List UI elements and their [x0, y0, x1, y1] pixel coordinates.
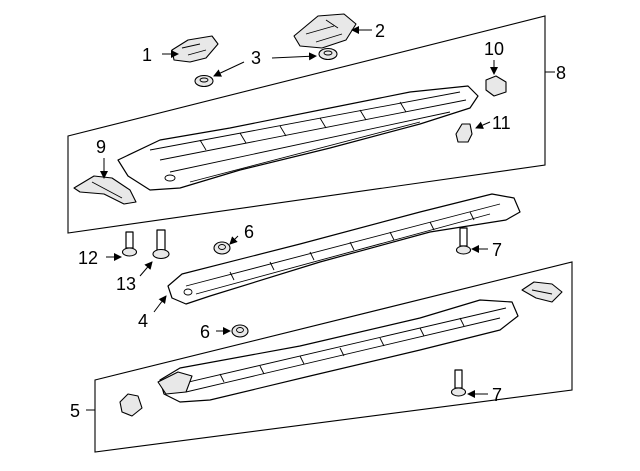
callout-12: 12 — [78, 248, 98, 268]
part-7-bolt-lower — [450, 369, 467, 397]
callout-4: 4 — [138, 311, 148, 331]
part-1-bracket — [171, 35, 219, 63]
part-11-clip — [455, 123, 473, 143]
lower-clip-left — [119, 393, 143, 417]
callout-6-lower: 6 — [200, 322, 210, 342]
callout-6-upper: 6 — [244, 222, 254, 242]
callout-13: 13 — [116, 274, 136, 294]
upper-side-sill — [117, 85, 479, 191]
callout-7-upper: 7 — [492, 240, 502, 260]
part-5-rocker-molding — [157, 299, 519, 403]
callout-10: 10 — [484, 39, 504, 59]
callout-1: 1 — [142, 45, 152, 65]
leader-lines — [86, 26, 555, 411]
part-12-bolt — [121, 231, 138, 257]
callout-2: 2 — [375, 21, 385, 41]
part-3-nut-left — [194, 74, 214, 88]
part-6-nut-lower — [231, 324, 249, 338]
callout-3: 3 — [251, 48, 261, 68]
part-4-rocker-reinforcement — [167, 193, 521, 305]
lower-end-bracket — [521, 281, 563, 303]
lower-assembly-panel — [94, 261, 573, 453]
part-3-nut-right — [318, 47, 338, 61]
part-9-end-piece — [73, 175, 137, 205]
part-2-bracket — [293, 13, 357, 49]
part-6-nut-upper — [213, 241, 231, 255]
callout-7-lower: 7 — [492, 385, 502, 405]
part-7-bolt-upper — [455, 227, 472, 255]
callout-11: 11 — [492, 113, 511, 133]
callout-5: 5 — [70, 401, 80, 421]
callout-8: 8 — [556, 63, 566, 83]
part-13-bolt — [152, 229, 170, 260]
part-10-clip — [485, 75, 507, 97]
callout-9: 9 — [96, 137, 106, 157]
upper-assembly-panel — [67, 15, 546, 234]
